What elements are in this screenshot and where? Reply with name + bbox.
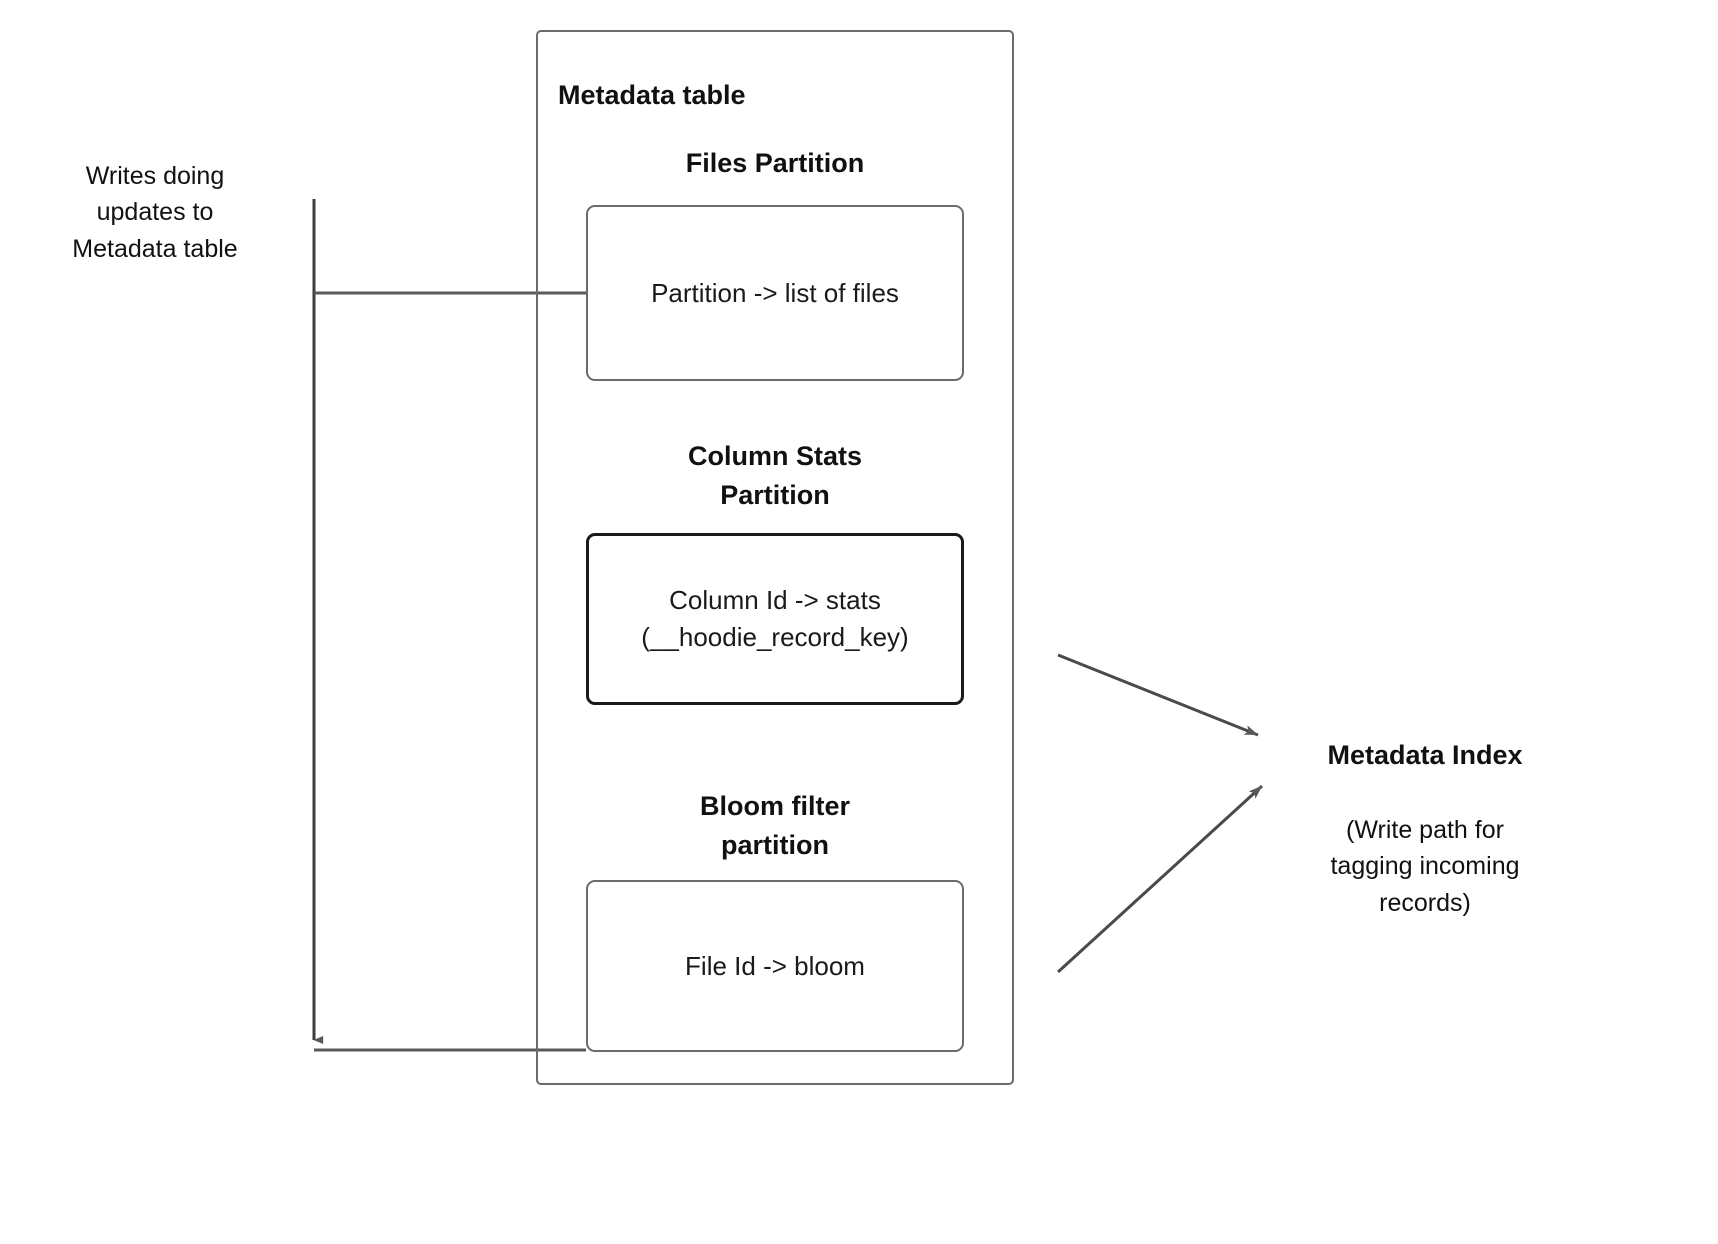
- colstats-to-index-arrow: [1057, 653, 1259, 737]
- files-partition-body: Partition -> list of files: [651, 277, 899, 308]
- metadata-index-label: Metadata Index: [1327, 740, 1523, 770]
- bloom-filter-partition-box: File Id -> bloom: [586, 880, 964, 1052]
- column-stats-partition-box: Column Id -> stats (__hoodie_record_key): [586, 533, 964, 705]
- metadata-table-container: [536, 30, 1014, 1085]
- bloom-filter-partition-body: File Id -> bloom: [685, 950, 865, 981]
- files-partition-box: Partition -> list of files: [586, 205, 964, 381]
- bloom-to-index-arrow: [1056, 784, 1264, 974]
- bloom-filter-partition-heading: Bloom filter partition: [699, 791, 850, 861]
- metadata-index-sublabel: (Write path for tagging incoming records…: [1330, 816, 1520, 917]
- column-stats-partition-body: Column Id -> stats (__hoodie_record_key): [641, 585, 909, 652]
- writes-note: Writes doing updates to Metadata table: [72, 162, 238, 263]
- column-stats-partition-heading: Column Stats Partition: [687, 441, 862, 511]
- files-partition-heading: Files Partition: [685, 148, 865, 178]
- metadata-table-title: Metadata table: [558, 80, 746, 110]
